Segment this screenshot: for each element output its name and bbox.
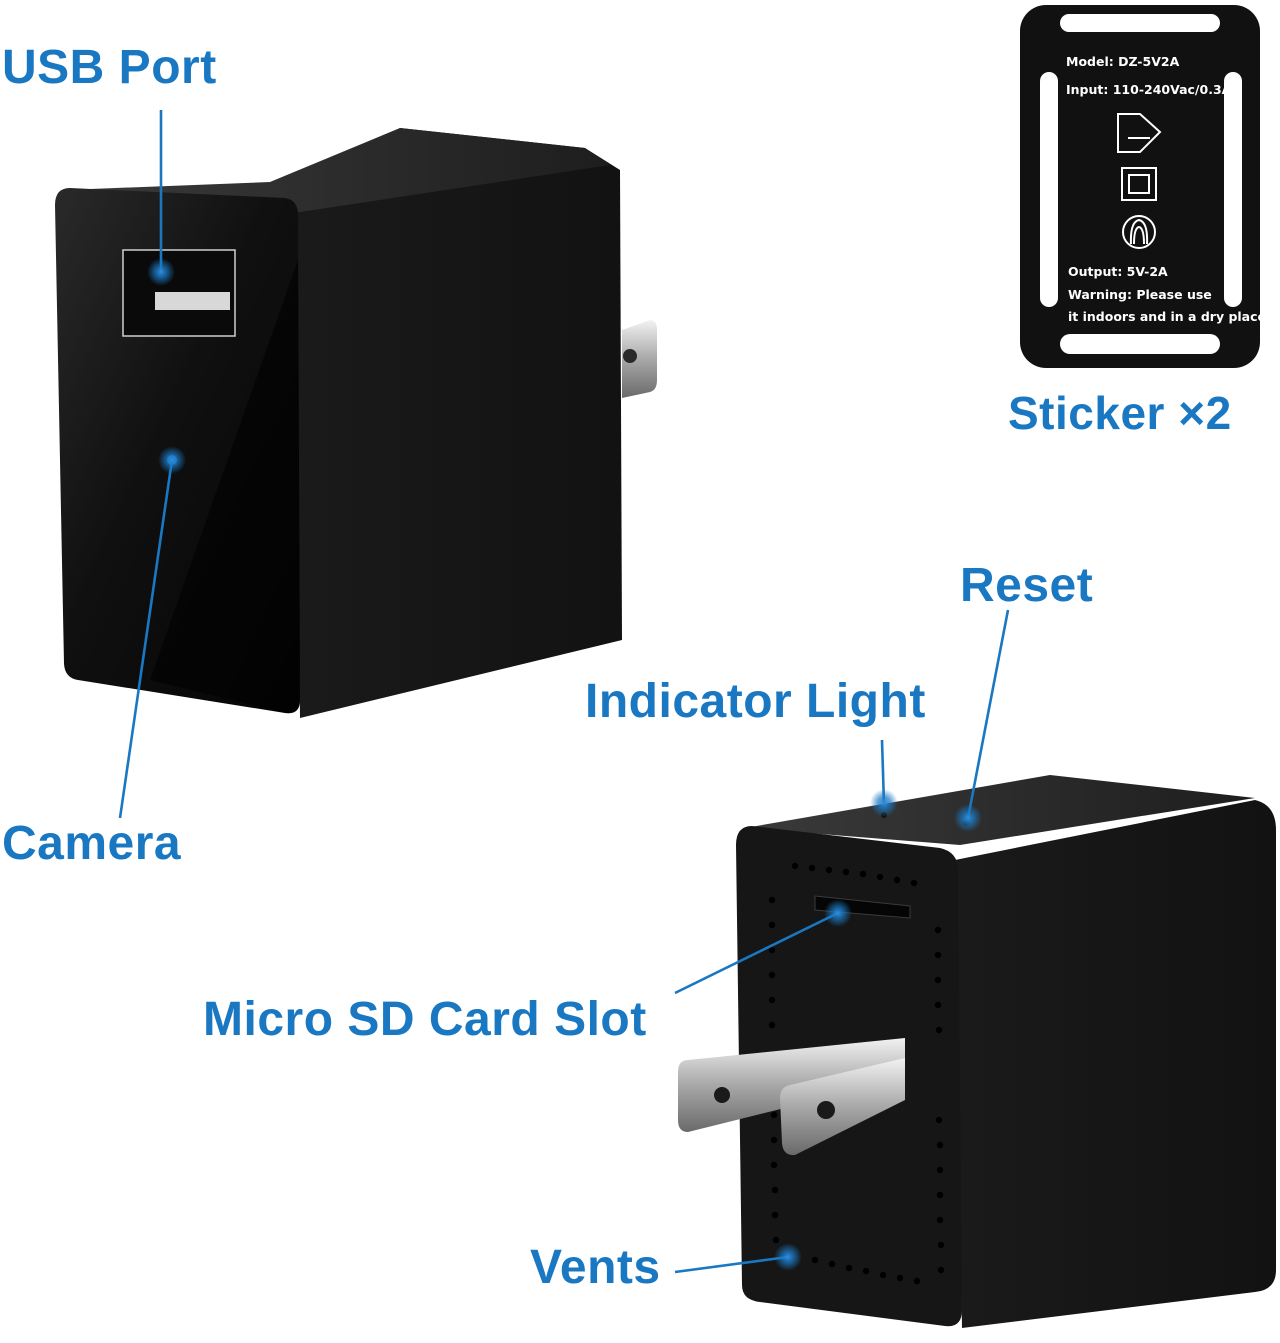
- usb-port-tongue: [155, 292, 230, 310]
- micro-sd-marker: [824, 899, 852, 927]
- device-side-face: [295, 128, 622, 718]
- usb-port-label: USB Port: [2, 41, 217, 94]
- charger-front-view: [55, 128, 657, 718]
- reset-leader: [966, 609, 1010, 819]
- indicator-light-marker: [870, 789, 898, 817]
- micro-sd-leader: [674, 911, 839, 995]
- plug-prong-right: [780, 1058, 905, 1156]
- sticker-model-text: Model: DZ-5V2A: [1066, 54, 1180, 69]
- vents-leader: [674, 1255, 789, 1274]
- sticker-slot-left: [1040, 72, 1058, 307]
- device-top-face-2: [745, 775, 1255, 845]
- micro-sd-card-slot-label: Micro SD Card Slot: [203, 993, 647, 1046]
- indicator-light-label: Indicator Light: [585, 675, 926, 728]
- usb-port-marker: [147, 258, 175, 286]
- camera-leader: [118, 459, 174, 819]
- sticker-warning-line2: it indoors and in a dry place: [1068, 309, 1266, 324]
- vents-label: Vents: [530, 1241, 661, 1294]
- reset-marker: [954, 804, 982, 832]
- callout-lines: [118, 110, 1010, 1274]
- reset-label: Reset: [960, 559, 1094, 612]
- sticker-slot-top: [1060, 14, 1220, 32]
- camera-label: Camera: [2, 817, 182, 870]
- prong-hole: [623, 349, 637, 363]
- plug-prong: [622, 320, 657, 398]
- sticker-label: Sticker ×2: [1008, 387, 1232, 439]
- device-side-face-2: [955, 800, 1276, 1328]
- prong-right-hole: [817, 1101, 835, 1119]
- camera-marker: [158, 446, 186, 474]
- sticker-panel: Model: DZ-5V2A Input: 110-240Vac/0.3A Ou…: [1020, 5, 1266, 368]
- sticker-background: [1020, 5, 1260, 368]
- vent-holes: [768, 862, 945, 1285]
- sticker-output-text: Output: 5V-2A: [1068, 264, 1168, 279]
- charger-back-view: [678, 775, 1276, 1328]
- double-square-inner: [1128, 174, 1150, 194]
- house-arrow-icon: [1117, 113, 1162, 153]
- callout-markers: [147, 258, 982, 1271]
- double-square-icon: [1121, 167, 1157, 201]
- sticker-input-text: Input: 110-240Vac/0.3A: [1066, 82, 1232, 97]
- prong-left-hole: [714, 1087, 730, 1103]
- sticker-slot-right: [1224, 72, 1242, 307]
- front-face-shadow: [150, 260, 300, 714]
- sticker-slot-bottom: [1060, 334, 1220, 354]
- vents-marker: [774, 1243, 802, 1271]
- recycle-loop-icon: [1122, 215, 1156, 249]
- device-top-face: [65, 128, 610, 212]
- sticker-warning-line1: Warning: Please use: [1068, 287, 1212, 302]
